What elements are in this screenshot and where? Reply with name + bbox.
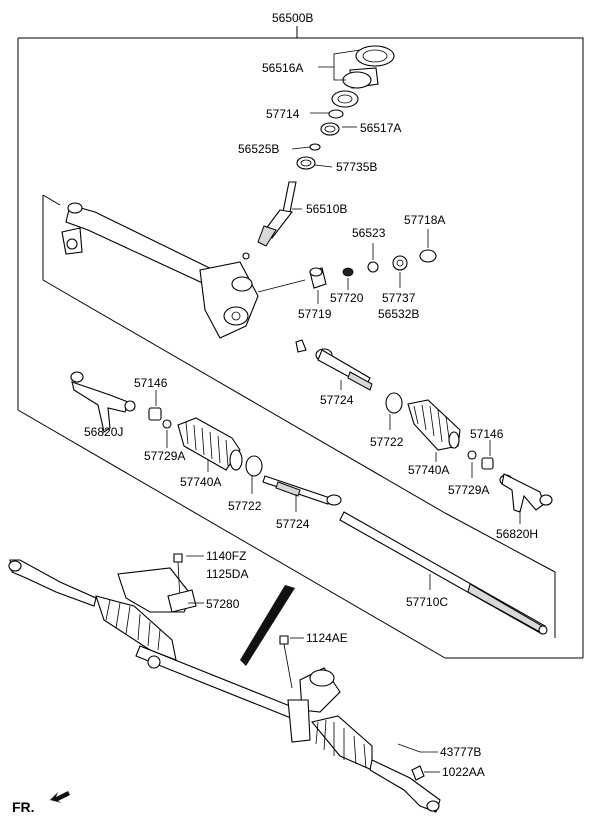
label-1022AA: 1022AA (442, 765, 485, 779)
bellows-left (177, 417, 243, 471)
tie-rod-left (262, 475, 342, 506)
bellows-right (407, 399, 461, 451)
label-57729A-right: 57729A (448, 483, 489, 497)
label-56517A: 56517A (360, 121, 401, 135)
rack-end-center (295, 339, 373, 391)
label-1125DA: 1125DA (206, 567, 248, 581)
assembly-frame (17, 26, 584, 659)
direction-arrow (240, 585, 295, 666)
tie-rod-end-right (499, 473, 553, 513)
label-43777B: 43777B (440, 745, 481, 759)
tie-rod-end-left (70, 371, 136, 433)
label-57740A-left: 57740A (180, 475, 221, 489)
label-57146-left: 57146 (134, 376, 168, 390)
label-57719: 57719 (298, 307, 332, 321)
ring-left (245, 455, 263, 477)
fr-arrow-icon (50, 791, 70, 803)
label-57729A-left: 57729A (144, 449, 185, 463)
label-57722-left: 57722 (228, 499, 262, 513)
label-56532B: 56532B (378, 307, 419, 321)
fr-label: FR. (12, 799, 35, 815)
assembled-view (8, 559, 441, 813)
label-57720: 57720 (330, 291, 364, 305)
label-56523: 56523 (352, 226, 386, 240)
label-57146-right: 57146 (470, 427, 504, 441)
label-57737: 57737 (382, 291, 416, 305)
leader-lines (155, 49, 521, 773)
left-nut-clip (148, 407, 172, 429)
label-57740A-right: 57740A (408, 463, 449, 477)
label-56820J: 56820J (84, 425, 123, 439)
part-labels: 56500B 56516A 57714 56517A 56525B 57735B… (12, 11, 538, 815)
yoke-parts (309, 249, 437, 289)
label-1140FZ: 1140FZ (206, 549, 246, 563)
pinion-shaft (242, 181, 297, 260)
right-nut-clip (467, 450, 494, 470)
label-56525B: 56525B (238, 142, 279, 156)
label-57724-left: 57724 (276, 517, 310, 531)
label-57735B: 57735B (336, 160, 377, 174)
label-57718A: 57718A (404, 213, 445, 227)
bracket-bolts (167, 553, 293, 689)
rack-housing (61, 202, 306, 339)
label-56820H: 56820H (496, 527, 538, 541)
inner-frame (42, 194, 556, 638)
label-56500B: 56500B (272, 11, 313, 25)
rack-bar (339, 511, 548, 635)
dust-cover-parts (296, 45, 395, 170)
label-56510B: 56510B (306, 202, 347, 216)
label-57714: 57714 (266, 107, 300, 121)
label-56516A: 56516A (262, 61, 303, 75)
label-57722-right: 57722 (370, 435, 404, 449)
ring-right (385, 392, 403, 414)
label-1124AE: 1124AE (306, 631, 348, 645)
label-57724-right: 57724 (320, 393, 354, 407)
label-57710C: 57710C (406, 595, 448, 609)
label-57280: 57280 (206, 597, 240, 611)
